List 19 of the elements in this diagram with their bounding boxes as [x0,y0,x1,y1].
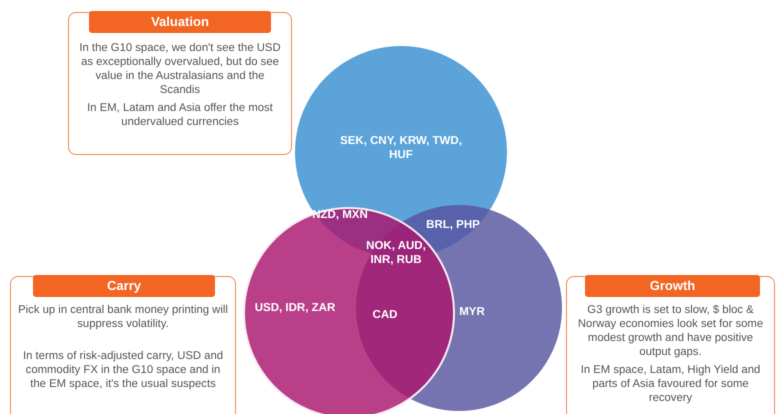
callout-heading: Carry [33,275,215,297]
currency-list: NOK, AUD, INR, RUB [360,239,432,267]
currency-list: CAD [365,308,405,322]
callout-heading: Growth [585,275,760,297]
currency-list: NZD, MXN [300,208,380,222]
callout-heading: Valuation [89,11,271,33]
callout-card [10,276,236,414]
callout-text: In EM, Latam and Asia offer the most undervalued currencies [86,101,274,129]
callout-text: In terms of risk-adjusted carry, USD and commodity FX in the G10 space and in the EM space, it's the usual suspects [22,349,224,391]
currency-list: MYR [452,305,492,319]
callout-text: In EM space, Latam, High Yield and parts of Asia favoured for some recovery [580,363,762,405]
currency-list: BRL, PHP [418,218,488,232]
callout-text: G3 growth is set to slow, $ bloc & Norway economies look set for some modest growth and have positive output gaps. [576,303,764,359]
currency-list: SEK, CNY, KRW, TWD, HUF [335,134,467,162]
callout-card [68,12,292,155]
callout-text: In the G10 space, we don't see the USD as exceptionally overvalued, but do see value in the Australasians and the Scandis [78,41,282,97]
currency-list: USD, IDR, ZAR [245,301,345,315]
callout-text: Pick up in central bank money printing will suppress volatility. [17,303,229,331]
callout-card [566,276,775,414]
